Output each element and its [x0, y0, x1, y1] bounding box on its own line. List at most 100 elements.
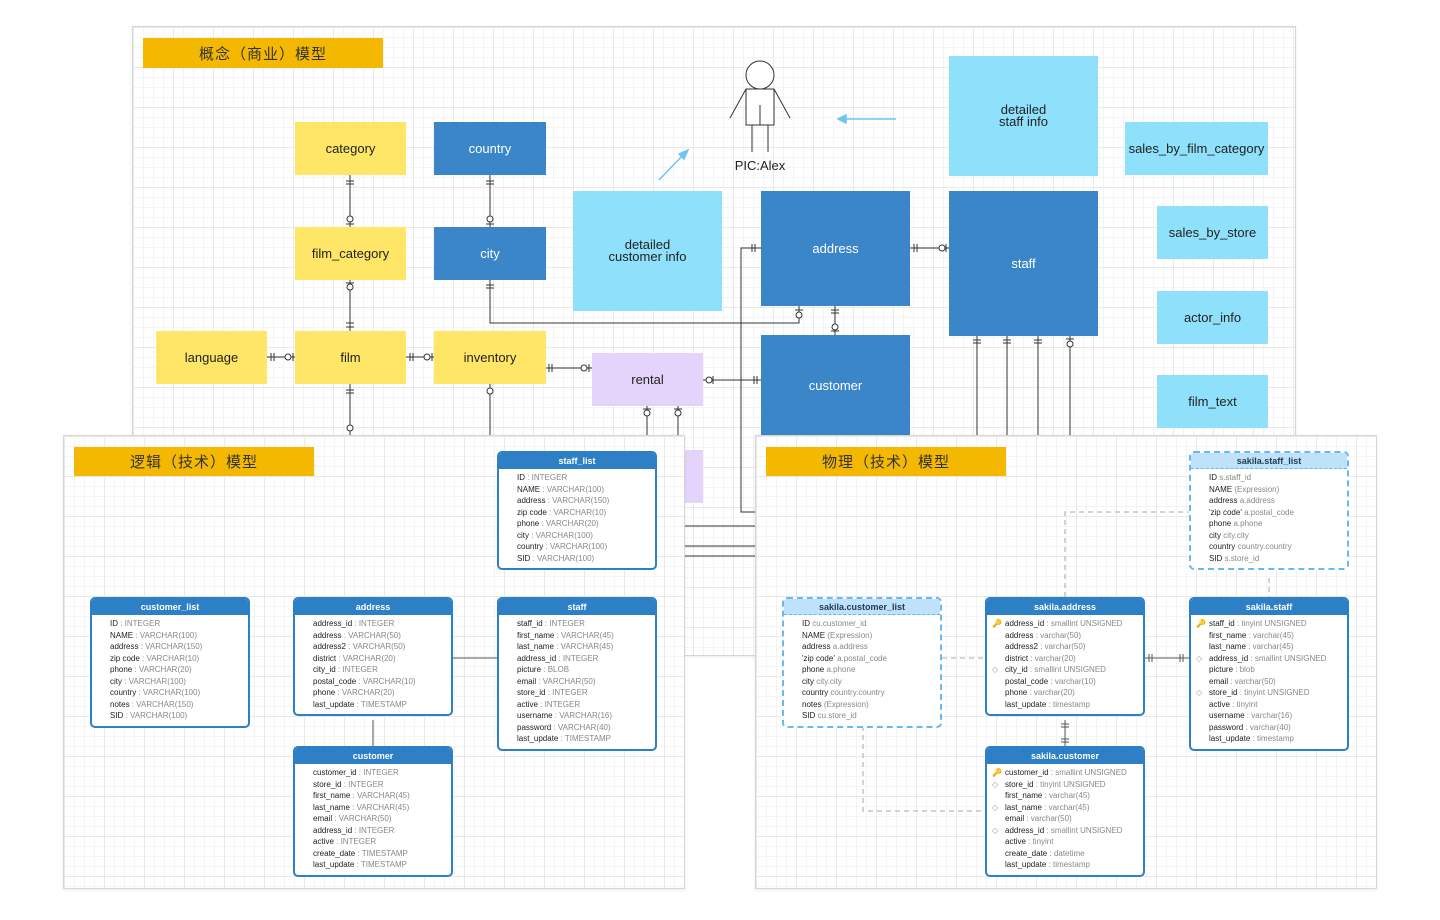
column-separator: : [1229, 699, 1237, 709]
column-name: last_update [1005, 699, 1047, 709]
entity-customer[interactable]: customer [761, 335, 910, 437]
entity-film-category[interactable]: film_category [295, 227, 406, 280]
column-separator: : [542, 619, 550, 628]
table-title: sakila.staff [1191, 599, 1347, 615]
column-name: ID [517, 473, 525, 482]
table-row: ID : INTEGER [110, 618, 248, 630]
entity-sales-by-film-category[interactable]: sales_by_film_category [1125, 122, 1268, 175]
entity-category[interactable]: category [295, 122, 406, 175]
column-type: INTEGER [124, 619, 161, 628]
column-type: VARCHAR(100) [130, 711, 188, 720]
table-row: password : varchar(40) [1209, 722, 1347, 734]
column-type: varchar(45) [1253, 630, 1294, 640]
table-title: address [295, 599, 451, 615]
column-type: VARCHAR(100) [139, 630, 197, 640]
column-type: a.postal_code [837, 653, 887, 663]
column-type: a.address [1239, 496, 1275, 505]
column-separator: : [540, 484, 547, 494]
column-separator: : [1033, 779, 1041, 789]
entity-sales-by-store[interactable]: sales_by_store [1157, 206, 1268, 259]
column-name: last_update [313, 860, 355, 869]
column-separator: : [545, 688, 553, 697]
table-row: first_name : VARCHAR(45) [517, 630, 655, 642]
conceptual-model-title: 概念（商业）模型 [143, 38, 383, 68]
column-name: store_id [517, 688, 546, 697]
foreign-key-icon: ◇ [992, 665, 999, 674]
column-type: smallint UNSIGNED [1055, 768, 1127, 777]
table-row: address : VARCHAR(150) [517, 495, 655, 507]
column-name: store_id [1005, 779, 1034, 789]
table-p-staff[interactable]: sakila.staff🔑staff_id : tinyint UNSIGNED… [1189, 597, 1349, 751]
entity-film-text[interactable]: film_text [1157, 375, 1268, 428]
table-row: NAME (Expression) [1209, 484, 1347, 496]
entity-language[interactable]: language [156, 331, 267, 384]
entity-inventory[interactable]: inventory [434, 331, 546, 384]
column-type: tinyint UNSIGNED [1244, 688, 1310, 697]
entity-detailed-customer-info[interactable]: detailed customer info [573, 191, 722, 311]
column-name: email [313, 814, 333, 823]
table-row: SID s.store_id [1209, 553, 1347, 565]
table-row: phone a.phone [1209, 518, 1347, 530]
column-type: (Expression) [1234, 484, 1280, 494]
column-type: VARCHAR(150) [136, 699, 194, 709]
table-row: last_update : TIMESTAMP [517, 733, 655, 745]
column-type: a.phone [1233, 519, 1263, 528]
column-type: VARCHAR(20) [342, 653, 396, 663]
column-name: address [313, 630, 342, 640]
table-p-customer[interactable]: sakila.customer🔑customer_id : smallint U… [985, 746, 1145, 877]
column-separator: : [1027, 688, 1034, 697]
column-separator: : [1233, 665, 1240, 674]
column-name: city [110, 676, 122, 686]
entity-address[interactable]: address [761, 191, 910, 306]
table-row: phone : VARCHAR(20) [517, 518, 655, 530]
column-separator: : [136, 688, 143, 697]
table-row: last_update : timestamp [1005, 859, 1143, 871]
table-row: ◇last_name : varchar(45) [992, 802, 1143, 814]
column-type: INTEGER [358, 619, 395, 628]
entity-staff[interactable]: staff [949, 191, 1098, 336]
column-separator: : [1237, 688, 1245, 697]
column-separator: : [335, 665, 343, 674]
column-name: country [1209, 542, 1236, 551]
column-type: varchar(20) [1034, 653, 1076, 663]
column-separator: : [139, 653, 147, 663]
table-row: notes : VARCHAR(150) [110, 699, 248, 711]
column-type: VARCHAR(100) [537, 553, 595, 563]
column-type: INTEGER [342, 665, 378, 674]
table-row: ID : INTEGER [517, 472, 655, 484]
table-row: email : varchar(50) [1209, 676, 1347, 688]
table-row: email : varchar(50) [1005, 813, 1143, 825]
table-row: last_update : timestamp [1005, 699, 1143, 711]
column-type: INTEGER [348, 779, 384, 789]
column-type: BLOB [547, 665, 570, 674]
physical-model-title: 物理（技术）模型 [766, 447, 1006, 476]
entity-city[interactable]: city [434, 227, 546, 280]
entity-rental[interactable]: rental [592, 353, 703, 406]
entity-country[interactable]: country [434, 122, 546, 175]
column-separator: : [133, 630, 140, 640]
column-separator: : [1037, 642, 1045, 651]
column-name: phone [110, 665, 133, 674]
entity-detailed-staff-info[interactable]: detailed staff info [949, 56, 1098, 176]
entity-film[interactable]: film [295, 331, 406, 384]
column-separator: : [558, 734, 565, 743]
entity-actor-info[interactable]: actor_info [1157, 291, 1268, 344]
table-row: store_id : INTEGER [517, 687, 655, 699]
column-name: store_id [1209, 688, 1238, 697]
column-type: VARCHAR(45) [356, 802, 410, 812]
column-separator: : [1028, 653, 1035, 663]
table-p-address[interactable]: sakila.address🔑address_id : smallint UNS… [985, 597, 1145, 716]
column-type: INTEGER [363, 768, 399, 777]
table-row: first_name : VARCHAR(45) [313, 790, 451, 802]
column-name: address_id [1005, 825, 1045, 835]
column-name: ID [1209, 473, 1217, 482]
column-separator: : [341, 779, 349, 789]
